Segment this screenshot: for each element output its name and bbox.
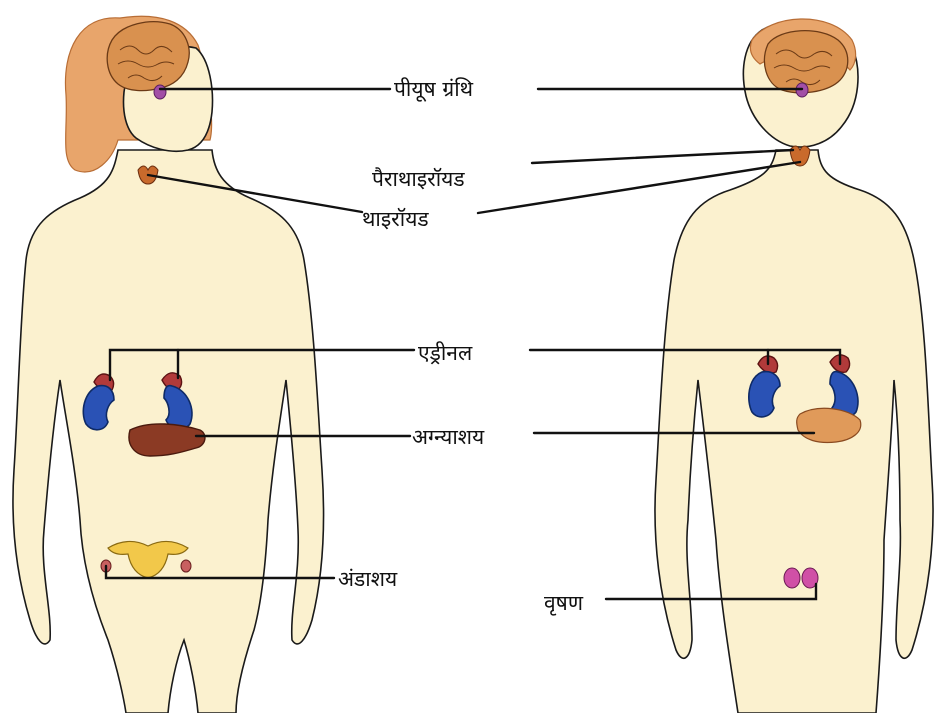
label-parathyroid: पैराथाइरॉयड xyxy=(372,167,465,191)
leader-parathyroid xyxy=(532,150,793,163)
female-pituitary xyxy=(154,85,166,99)
male-body xyxy=(655,150,933,713)
male-figure xyxy=(655,19,933,713)
male-testis-left xyxy=(784,568,800,588)
labels: पीयूष ग्रंथि पैराथाइरॉयड थाइरॉयड एड्रीनल… xyxy=(338,77,584,616)
label-pituitary: पीयूष ग्रंथि xyxy=(394,77,474,102)
male-pancreas xyxy=(797,408,861,442)
label-testis: वृषण xyxy=(544,591,584,616)
label-thyroid: थाइरॉयड xyxy=(362,207,429,231)
female-figure xyxy=(13,16,324,713)
female-ovary-right xyxy=(181,560,191,572)
label-ovary: अंडाशय xyxy=(338,567,398,591)
label-adrenal: एड्रीनल xyxy=(418,341,473,365)
label-pancreas: अग्न्याशय xyxy=(412,425,485,449)
